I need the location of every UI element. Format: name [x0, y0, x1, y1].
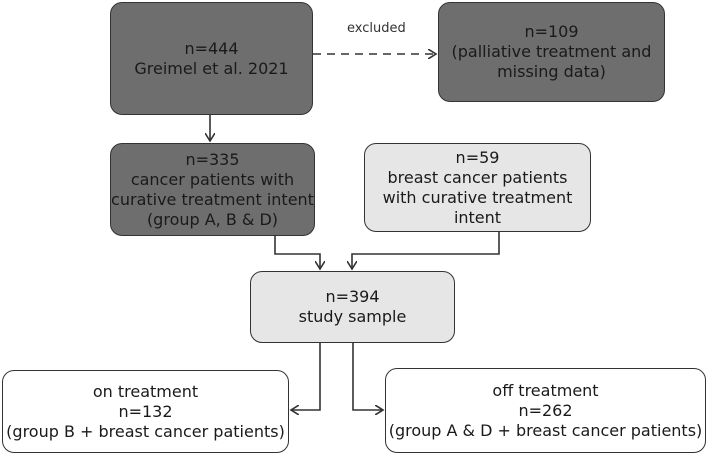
- breast-cancer-box: n=59 breast cancer patients with curativ…: [364, 143, 591, 232]
- arrow-sample-to-on-treatment: [291, 343, 321, 410]
- arrow-curative-to-sample: [274, 236, 320, 269]
- breast-desc-line-2: with curative treatment: [382, 187, 573, 207]
- breast-count: n=59: [455, 147, 500, 167]
- arrow-sample-to-off-treatment: [352, 343, 383, 410]
- curative-count: n=335: [185, 149, 240, 169]
- sample-label: study sample: [298, 307, 407, 326]
- excluded-count: n=109: [524, 22, 579, 41]
- excluded-reason-line-1: (palliative treatment and: [451, 42, 652, 61]
- on-treatment-label: on treatment: [92, 381, 199, 401]
- arrow-breast-to-sample: [352, 232, 500, 269]
- on-treatment-box: on treatment n=132 (group B + breast can…: [2, 370, 289, 453]
- source-citation: Greimel et al. 2021: [134, 58, 289, 78]
- source-count: n=444: [184, 38, 239, 58]
- excluded-box: n=109 (palliative treatment and missing …: [438, 2, 665, 102]
- curative-desc-line-1: cancer patients with: [130, 169, 295, 189]
- on-treatment-count: n=132: [118, 401, 173, 421]
- off-treatment-box: off treatment n=262 (group A & D + breas…: [385, 368, 706, 453]
- excluded-reason-line-2: missing data): [497, 62, 606, 81]
- curative-desc-line-2: curative treatment intent: [111, 189, 314, 209]
- study-sample-box: n=394 study sample: [250, 271, 455, 343]
- on-treatment-groups: (group B + breast cancer patients): [6, 421, 285, 441]
- off-treatment-label: off treatment: [492, 380, 599, 400]
- curative-box: n=335 cancer patients with curative trea…: [110, 143, 315, 236]
- excluded-label: excluded: [347, 21, 406, 36]
- curative-groups: (group A, B & D): [146, 209, 279, 229]
- breast-desc-line-1: breast cancer patients: [387, 167, 568, 187]
- off-treatment-groups: (group A & D + breast cancer patients): [388, 420, 703, 440]
- breast-desc-line-3: intent: [453, 207, 502, 227]
- source-box: n=444 Greimel et al. 2021: [110, 2, 313, 115]
- off-treatment-count: n=262: [518, 400, 573, 420]
- sample-count: n=394: [325, 287, 380, 306]
